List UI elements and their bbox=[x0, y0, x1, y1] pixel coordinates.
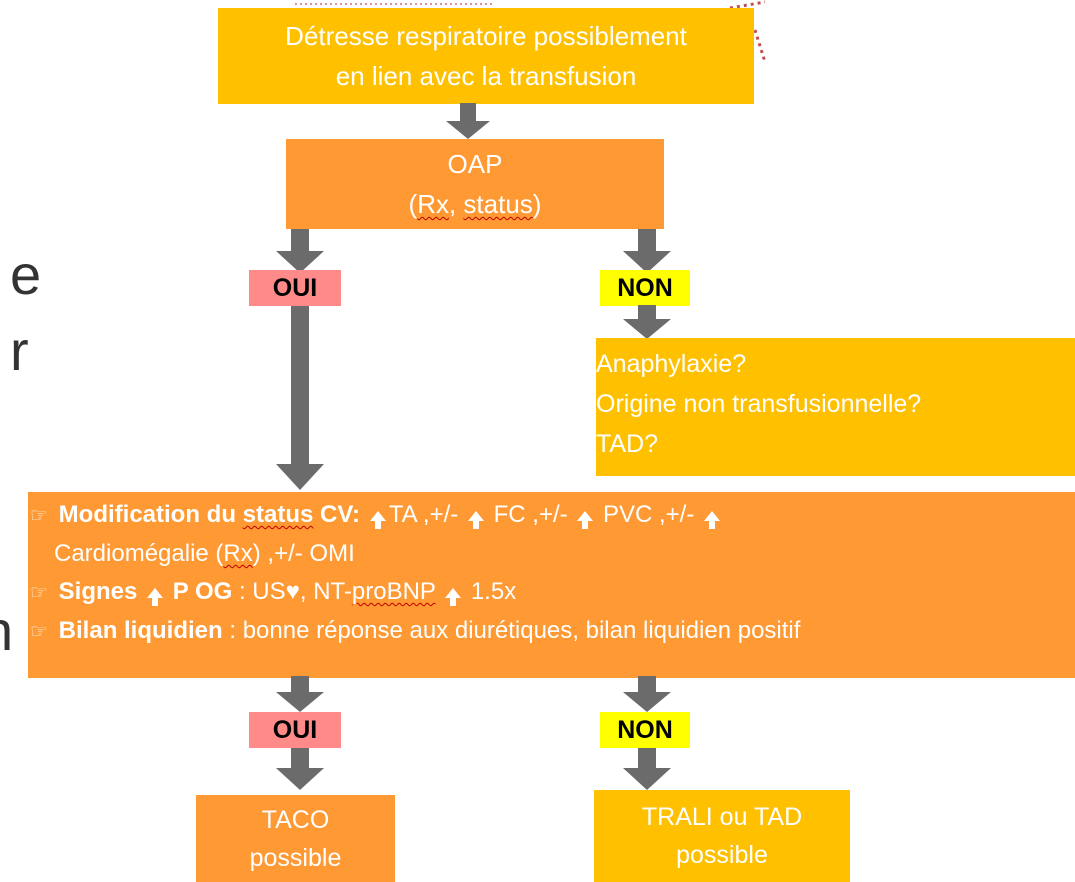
arrow-top-to-oap bbox=[446, 103, 490, 139]
arrow-up-icon bbox=[147, 587, 164, 606]
background-letter-r: r bbox=[10, 319, 29, 382]
arrow-up-icon bbox=[704, 510, 720, 529]
tag-oui-upper: OUI bbox=[249, 270, 341, 306]
arrow-criteria-to-oui bbox=[276, 676, 324, 712]
taco-possible-box: TACO possible bbox=[196, 795, 395, 882]
oap-title: OAP bbox=[447, 149, 503, 179]
respiratory-distress-line2: en lien avec la transfusion bbox=[335, 61, 637, 91]
background-letter-n: n bbox=[0, 598, 13, 663]
criterion-cv-status: ☞ Modification du status CV: TA ,+/- FC … bbox=[28, 496, 1075, 535]
background-letter-e: e bbox=[10, 243, 42, 306]
tag-non-upper: NON bbox=[600, 270, 690, 306]
criterion-fluid-balance: ☞ Bilan liquidien : bonne réponse aux di… bbox=[28, 612, 1075, 651]
alternative-item-anaphylaxis: Anaphylaxie? bbox=[596, 350, 747, 378]
oap-box: OAP (Rx, status) bbox=[286, 139, 664, 229]
taco-line1: TACO bbox=[261, 805, 330, 834]
arrow-oui-to-taco bbox=[276, 748, 324, 790]
alternative-item-tad: TAD? bbox=[596, 430, 659, 458]
taco-line2: possible bbox=[249, 843, 342, 872]
trali-possible-box: TRALI ou TAD possible bbox=[594, 790, 850, 882]
decorative-dotted-lines-top bbox=[295, 3, 495, 5]
oap-subtitle: (Rx, status) bbox=[408, 189, 542, 219]
alternative-diagnoses-box: Anaphylaxie? Origine non transfusionnell… bbox=[596, 338, 1075, 476]
arrow-up-icon bbox=[467, 510, 484, 529]
tag-oui-lower: OUI bbox=[249, 712, 341, 748]
arrow-oap-to-non bbox=[623, 229, 671, 273]
alternative-item-non-transfusional: Origine non transfusionnelle? bbox=[596, 390, 922, 418]
hand-bullet-icon: ☞ bbox=[30, 582, 48, 604]
arrow-oap-to-oui bbox=[276, 229, 324, 273]
hand-bullet-icon: ☞ bbox=[30, 505, 48, 527]
criterion-cv-status-line2: Cardiomégalie (Rx) ,+/- OMI bbox=[54, 540, 355, 567]
criteria-box: ☞ Modification du status CV: TA ,+/- FC … bbox=[28, 492, 1075, 678]
heart-icon: ♥ bbox=[285, 578, 300, 605]
respiratory-distress-line1: Détresse respiratoire possiblement bbox=[285, 21, 687, 51]
arrow-non-to-trali bbox=[623, 748, 671, 790]
arrow-up-icon bbox=[369, 510, 386, 529]
arrow-up-icon bbox=[445, 587, 462, 606]
arrow-criteria-to-non bbox=[623, 676, 671, 712]
respiratory-distress-box: Détresse respiratoire possiblement en li… bbox=[218, 8, 754, 104]
arrow-up-icon bbox=[577, 510, 594, 529]
hand-bullet-icon: ☞ bbox=[30, 621, 48, 643]
trali-line2: possible bbox=[676, 841, 768, 869]
arrow-non-to-alternatives bbox=[623, 305, 671, 339]
decorative-dotted-lines bbox=[729, 0, 767, 63]
trali-line1: TRALI ou TAD bbox=[641, 803, 803, 831]
tag-non-lower: NON bbox=[600, 712, 690, 748]
criterion-og-pressure: ☞ Signes P OG : US♥, NT-proBNP 1.5x bbox=[28, 573, 1075, 612]
arrow-oui-to-criteria bbox=[276, 306, 324, 490]
